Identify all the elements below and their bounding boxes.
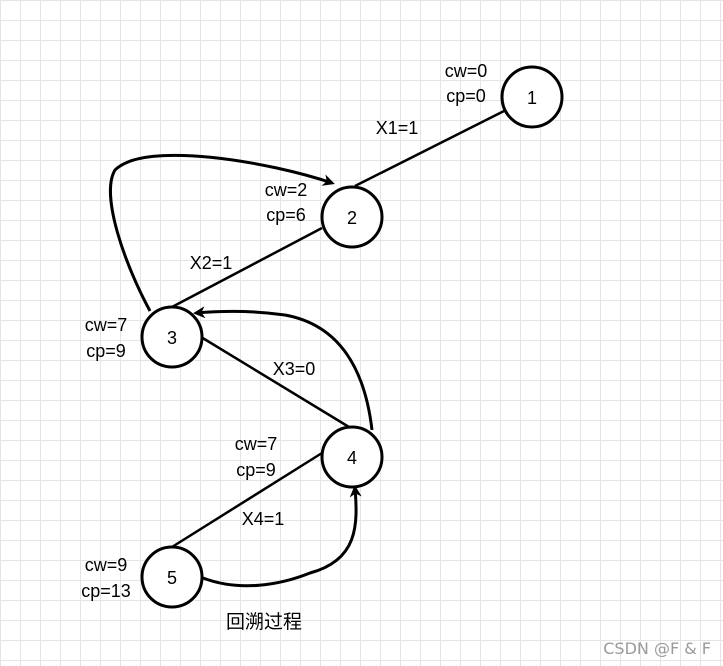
tree-node-3: 3 (140, 305, 204, 369)
tree-node-1: 1 (500, 65, 564, 129)
node-2-cp: cp=6 (266, 205, 306, 225)
edge-2-3 (171, 226, 323, 309)
edge-label-x4: X4=1 (242, 509, 285, 529)
node-4-cp: cp=9 (236, 460, 276, 480)
diagram-caption: 回溯过程 (226, 611, 302, 633)
backtrack-arrow-4-to-3 (193, 306, 374, 431)
node-4-cw: cw=7 (235, 434, 278, 454)
node-label-2: 2 (347, 208, 357, 228)
node-label-3: 3 (167, 328, 177, 348)
backtrack-arrow-3-to-2 (109, 153, 335, 312)
edge-label-x1: X1=1 (376, 118, 419, 138)
edge-1-2 (354, 108, 507, 188)
node-label-1: 1 (527, 88, 537, 108)
node-3-cw: cw=7 (85, 315, 128, 335)
node-3-cp: cp=9 (86, 341, 126, 361)
backtrack-arrow-5-to-4 (202, 485, 362, 588)
node-2-cw: cw=2 (265, 180, 308, 200)
edge-3-4 (200, 335, 350, 429)
node-1-cw: cw=0 (445, 61, 488, 81)
tree-node-4: 4 (320, 425, 384, 489)
watermark: CSDN @F & F (603, 639, 711, 658)
edge-label-x2: X2=1 (190, 253, 233, 273)
edge-label-x3: X3=0 (273, 359, 316, 379)
node-1-cp: cp=0 (446, 86, 486, 106)
edge-4-5 (171, 451, 323, 549)
node-label-4: 4 (347, 448, 357, 468)
tree-node-2: 2 (320, 185, 384, 249)
node-label-5: 5 (167, 568, 177, 588)
node-5-cw: cw=9 (85, 555, 128, 575)
node-5-cp: cp=13 (81, 581, 131, 601)
tree-node-5: 5 (140, 545, 204, 609)
